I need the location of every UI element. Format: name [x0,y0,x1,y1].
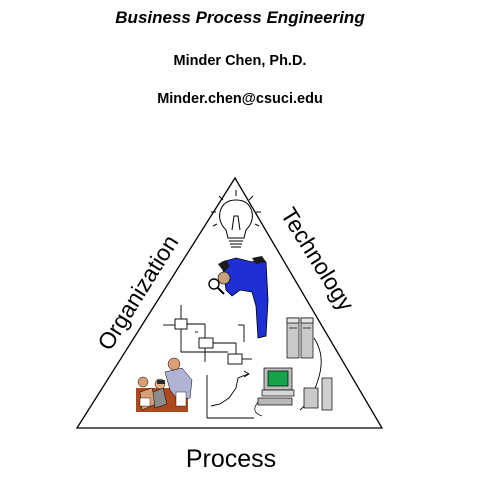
detective-icon [208,256,269,339]
desktop-computer-icon [254,367,333,417]
author-name: Minder Chen, Ph.D. [173,53,307,69]
line-graph-icon [206,370,254,419]
label-organization: Organization [92,230,183,354]
author-email: Minder.chen@csuci.edu [157,91,323,107]
label-technology: Technology [276,203,360,316]
people-meeting-icon [136,357,193,412]
lightbulb-icon [211,190,261,248]
flowchart-icon [163,305,252,365]
label-process: Process [186,445,276,473]
computer-server-icon [286,317,322,411]
page-title: Business Process Engineering [115,8,365,27]
triangle-outline [75,176,384,429]
